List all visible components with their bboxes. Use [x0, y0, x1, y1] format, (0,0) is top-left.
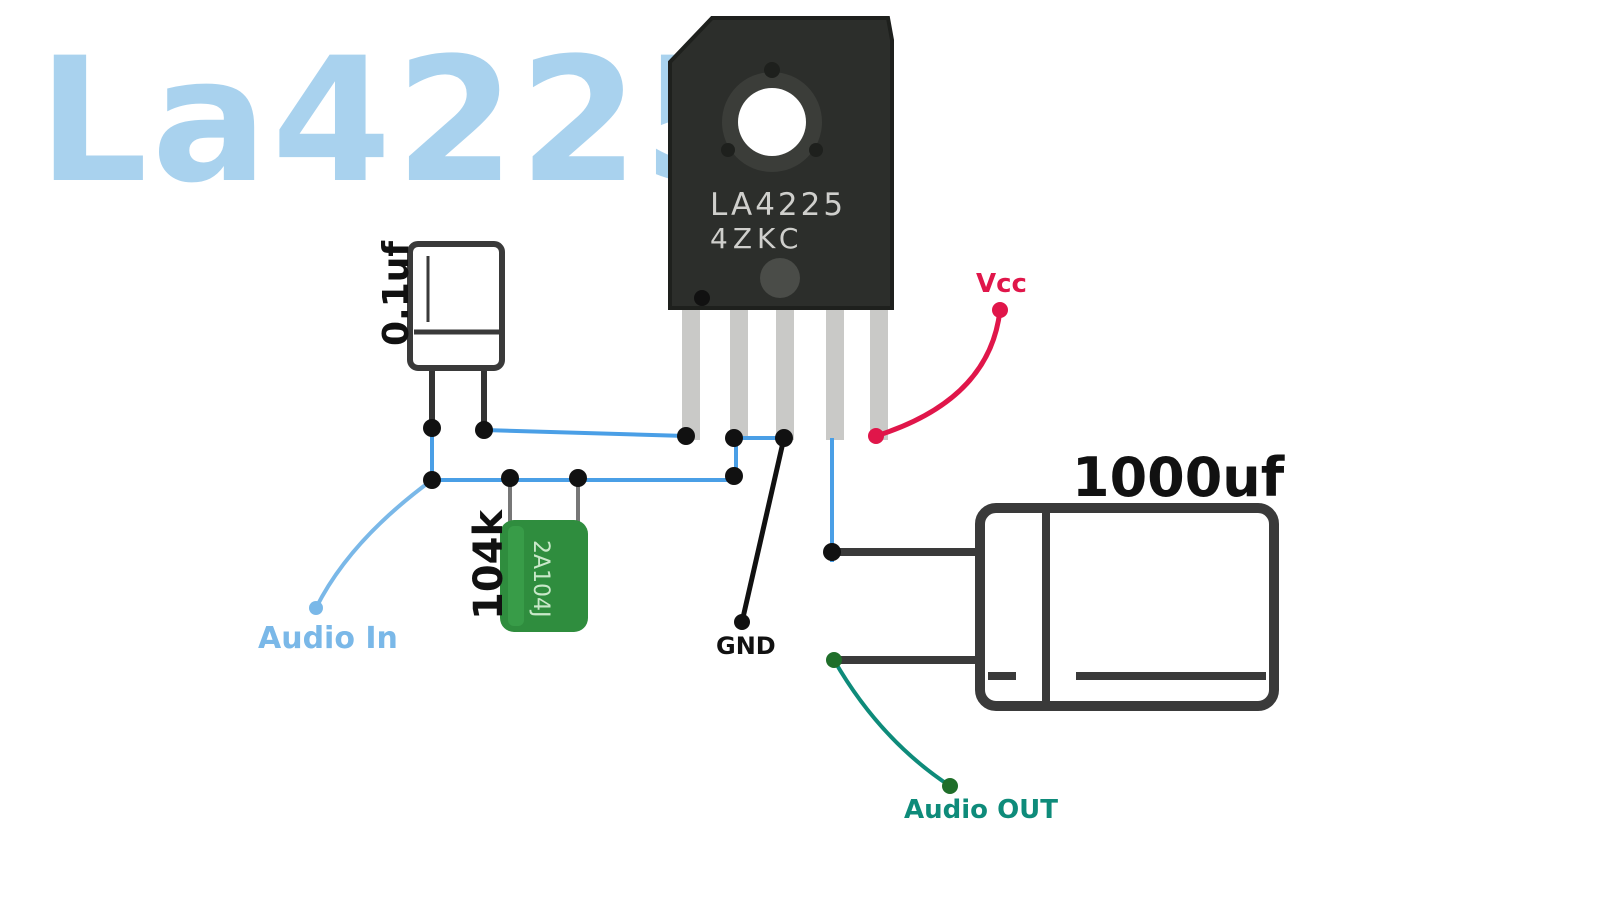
- cap-body: [407, 241, 505, 371]
- big-cap-label: 1000uf: [1072, 446, 1285, 509]
- dot-audio-out-end: [942, 778, 958, 794]
- ic-pin-2: [730, 300, 748, 440]
- ic-pins: [682, 300, 888, 440]
- dot-pin3: [775, 429, 793, 447]
- gnd-label: GND: [716, 632, 776, 660]
- film-capacitor-104k: 2A104J: [500, 480, 588, 632]
- dot-film-left: [501, 469, 519, 487]
- dot-audio-out-start: [826, 652, 842, 668]
- diagram-title: La4225: [38, 20, 766, 221]
- ic-notch-left: [721, 143, 735, 157]
- audio-in-label: Audio In: [258, 621, 398, 656]
- film-cap-highlight: [508, 526, 524, 626]
- film-cap-marking: 2A104J: [528, 540, 553, 618]
- ic-notch-right: [809, 143, 823, 157]
- dot-input-junction: [423, 471, 441, 489]
- ic-mount-hole: [738, 88, 806, 156]
- big-cap-body: [975, 503, 1279, 711]
- dot-gnd: [734, 614, 750, 630]
- dot-output-plus: [823, 543, 841, 561]
- capacitor-1000uf: [832, 503, 1279, 711]
- ic-pin-1: [682, 300, 700, 440]
- wire-cap-to-pin1: [483, 428, 687, 438]
- ic-marking-part: LA4225: [710, 187, 846, 223]
- dot-cap-right: [475, 421, 493, 439]
- dot-pin1: [677, 427, 695, 445]
- ic-pin-4: [826, 300, 844, 440]
- dot-cap-left: [423, 419, 441, 437]
- wire-audio-in: [314, 478, 434, 609]
- dot-pin2: [725, 429, 743, 447]
- ic-pin-3: [776, 300, 794, 440]
- dot-vcc-end: [992, 302, 1008, 318]
- capacitor-0-1uf: [407, 241, 505, 430]
- wire-audio-out: [832, 659, 952, 788]
- dot-audio-in: [309, 601, 323, 615]
- ic-ejector-mark: [760, 258, 800, 298]
- wire-gnd: [739, 437, 787, 623]
- dot-vcc-pin: [868, 428, 884, 444]
- film-cap-label: 104k: [466, 509, 512, 620]
- vcc-label: Vcc: [976, 269, 1027, 299]
- junction-dots: [423, 290, 841, 630]
- la4225-ic: LA4225 4ZKC: [668, 16, 894, 440]
- dot-bus-right: [725, 467, 743, 485]
- ic-marking-code: 4ZKC: [710, 222, 803, 255]
- ic-pin-5: [870, 300, 888, 440]
- ic-notch-top: [764, 62, 780, 78]
- dot-film-right: [569, 469, 587, 487]
- wire-vcc: [875, 309, 1003, 439]
- dot-pin1-marker: [694, 290, 710, 306]
- audio-out-label: Audio OUT: [904, 795, 1058, 825]
- small-cap-label: 0.1uf: [376, 241, 417, 346]
